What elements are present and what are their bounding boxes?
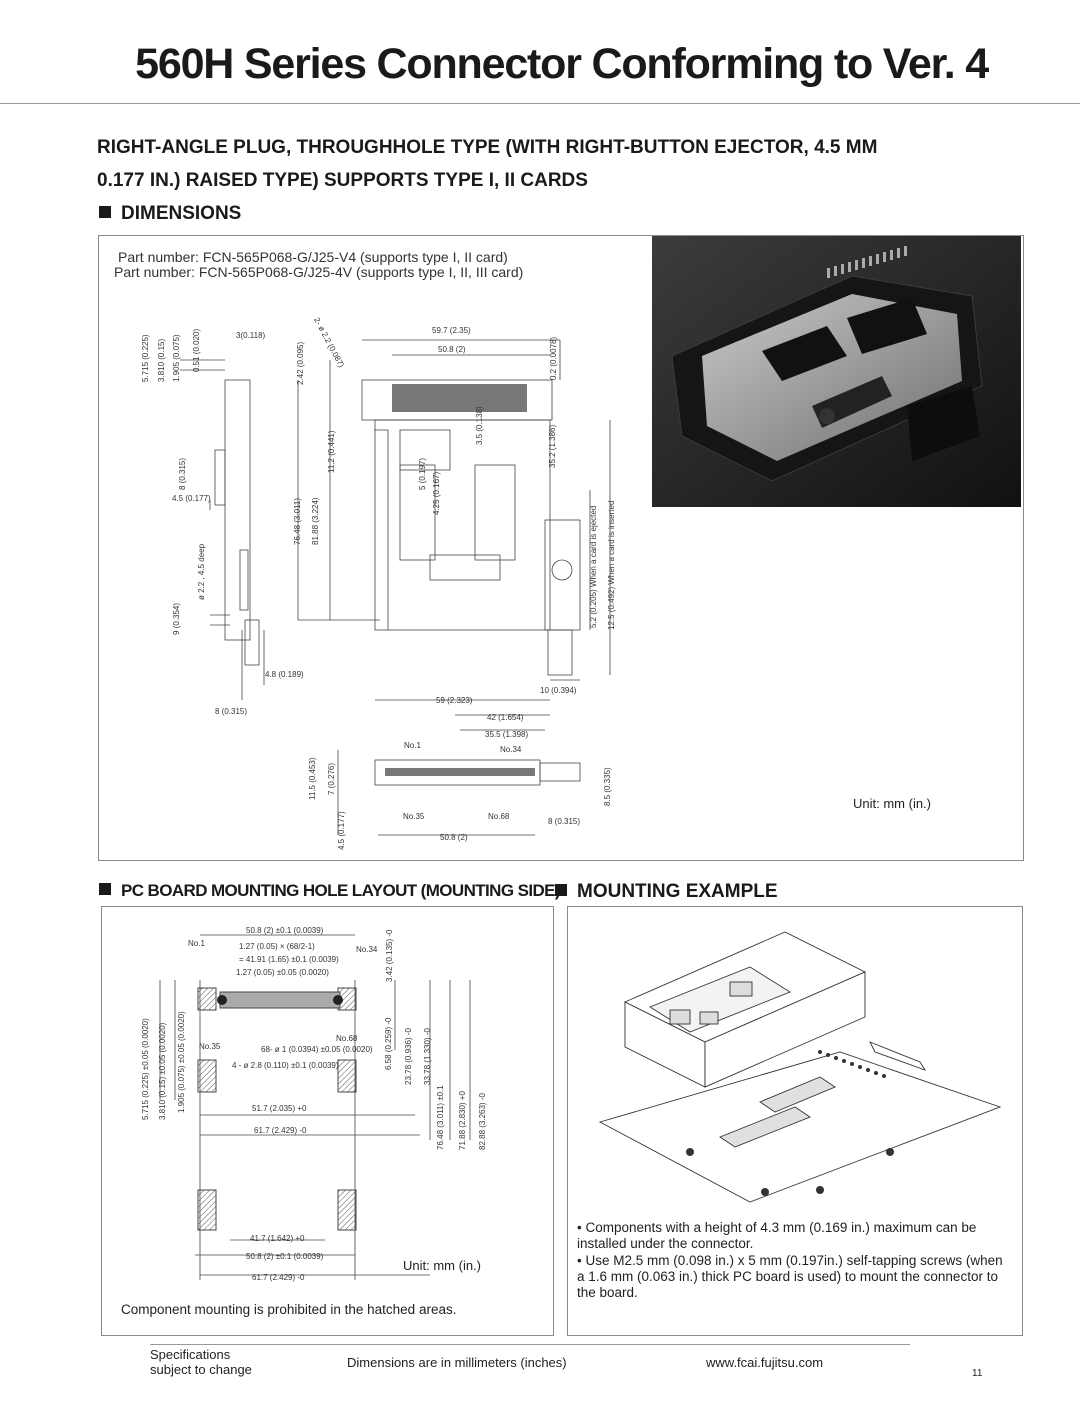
dim-45: 4.5 (0.177) bbox=[172, 494, 211, 503]
pcb-unit: Unit: mm (in.) bbox=[403, 1258, 481, 1273]
dim-52-ejected: 5.2 (0.205) When a card is ejected bbox=[589, 505, 598, 628]
mounting-example-illustration bbox=[598, 931, 1002, 1203]
dim-59: 59 (2.323) bbox=[436, 696, 473, 705]
pcb-dim-7188: 71.88 (2.830) +0 bbox=[458, 1091, 467, 1150]
dim-125-inserted: 12.5 (0.492) When a card is inserted bbox=[607, 500, 616, 630]
pcb-layout-drawing bbox=[159, 934, 471, 1280]
bullet-square-icon bbox=[555, 884, 567, 896]
dim-355: 35.5 (1.398) bbox=[485, 730, 529, 739]
footer-specs-line2: subject to change bbox=[150, 1362, 252, 1377]
label-no1: No.1 bbox=[404, 741, 421, 750]
part-number-line-1: Part number: FCN-565P068-G/J25-V4 (suppo… bbox=[118, 249, 508, 265]
pcb-dim-3378: 33.78 (1.330) -0 bbox=[423, 1028, 432, 1085]
dim-1905: 1.905 (0.075) bbox=[172, 334, 181, 382]
dim-35: 3.5 (0.138) bbox=[475, 406, 484, 445]
dim-7: 7 (0.276) bbox=[327, 762, 336, 795]
section-heading-line2: 0.177 IN.) RAISED TYPE) SUPPORTS TYPE I,… bbox=[97, 170, 588, 191]
dim-8-bottom: 8 (0.315) bbox=[548, 817, 581, 826]
dim-10: 10 (0.394) bbox=[540, 686, 577, 695]
pcb-dim-617: 61.7 (2.429) -0 bbox=[254, 1126, 307, 1135]
pcb-dim-417: 41.7 (1.642) +0 bbox=[250, 1234, 305, 1243]
pcb-dim-8288: 82.88 (3.263) -0 bbox=[478, 1093, 487, 1150]
dim-115: 11.5 (0.453) bbox=[308, 757, 317, 800]
bullet-square-icon bbox=[99, 206, 111, 218]
dim-508-top: 50.8 (2) bbox=[438, 345, 466, 354]
dim-352: 35.2 (1.386) bbox=[548, 424, 557, 468]
dim-112: 11.2 (0.441) bbox=[327, 430, 336, 473]
dim-48: 4.8 (0.189) bbox=[265, 670, 304, 679]
dim-7648: 76.48 (3.011) bbox=[293, 498, 302, 545]
pcb-dim-3810: 3.810 (0.15) ±0.05 (0.0020) bbox=[158, 1022, 167, 1120]
pcb-footnote: Component mounting is prohibited in the … bbox=[121, 1302, 457, 1317]
part-number-line-2: Part number: FCN-565P068-G/J25-4V (suppo… bbox=[114, 264, 524, 280]
pcb-dim-127: 1.27 (0.05) ±0.05 (0.0020) bbox=[236, 968, 329, 977]
page-title: 560H Series Connector Conforming to Ver.… bbox=[135, 40, 989, 88]
dim-8-horizontal: 8 (0.315) bbox=[215, 707, 248, 716]
dim-5: 5 (0.197) bbox=[418, 457, 427, 490]
dim-42: 42 (1.654) bbox=[487, 713, 524, 722]
pcb-dim-508: 50.8 (2) ±0.1 (0.0039) bbox=[246, 926, 324, 935]
dim-85: 8.5 (0.335) bbox=[603, 767, 612, 806]
dim-3810: 3.810 (0.15) bbox=[157, 338, 166, 382]
page-number: 11 bbox=[972, 1368, 983, 1379]
pcb-label-no1: No.1 bbox=[188, 939, 205, 948]
label-no68: No.68 bbox=[488, 812, 510, 821]
dim-597: 59.7 (2.35) bbox=[432, 326, 471, 335]
dim-3: 3(0.118) bbox=[236, 331, 266, 340]
title-divider bbox=[0, 103, 1080, 104]
mounting-example-heading: MOUNTING EXAMPLE bbox=[555, 881, 778, 903]
pcb-dim-508-bottom: 50.8 (2) ±0.1 (0.0039) bbox=[246, 1252, 324, 1261]
mounting-note-1: • Components with a height of 4.3 mm (0.… bbox=[577, 1220, 977, 1251]
pcb-label-no35: No.35 bbox=[199, 1042, 221, 1051]
pcb-dim-1905: 1.905 (0.075) ±0.05 (0.0020) bbox=[177, 1011, 186, 1113]
bullet-square-icon bbox=[99, 883, 111, 895]
pcb-dim-4191: = 41.91 (1.65) ±0.1 (0.0039) bbox=[239, 955, 339, 964]
dim-242: 2.42 (0.095) bbox=[296, 341, 305, 385]
footer-dimensions-note: Dimensions are in millimeters (inches) bbox=[347, 1355, 567, 1370]
pcb-dim-5715: 5.715 (0.225) ±0.05 (0.0020) bbox=[141, 1018, 150, 1120]
pcb-label-no68: No.68 bbox=[336, 1034, 358, 1043]
pcb-dim-342: 3.42 (0.135) -0 bbox=[385, 929, 394, 982]
footer-url: www.fcai.fujitsu.com bbox=[706, 1355, 824, 1370]
dim-051: 0.51 (0.020) bbox=[192, 328, 201, 372]
pcb-dim-517: 51.7 (2.035) +0 bbox=[252, 1104, 307, 1113]
pcb-dim-4-holes: 4 - ø 2.8 (0.110) ±0.1 (0.0039) bbox=[232, 1061, 339, 1070]
dim-9: 9 (0.354) bbox=[172, 602, 181, 635]
footer-divider bbox=[150, 1344, 910, 1345]
dim-8188: 81.88 (3.224) bbox=[311, 497, 320, 545]
dimension-drawing bbox=[180, 339, 611, 836]
footer-specs-line1: Specifications bbox=[150, 1347, 231, 1362]
dim-hole-22: ø 2.2 , 4.5 deep bbox=[197, 543, 206, 600]
dim-8-vertical: 8 (0.315) bbox=[178, 457, 187, 490]
dim-5715: 5.715 (0.225) bbox=[141, 334, 150, 382]
label-no34: No.34 bbox=[500, 745, 522, 754]
dim-508-bottom: 50.8 (2) bbox=[440, 833, 468, 842]
dim-45-bottom: 4.5 (0.177) bbox=[337, 811, 346, 850]
pcb-dim-658: 6.58 (0.259) -0 bbox=[384, 1017, 393, 1070]
dimensions-heading: DIMENSIONS bbox=[99, 203, 241, 225]
pcb-dim-7648: 76.48 (3.011) ±0.1 bbox=[436, 1085, 445, 1150]
pcb-label-no34: No.34 bbox=[356, 945, 378, 954]
section-heading-line1: RIGHT-ANGLE PLUG, THROUGHHOLE TYPE (WITH… bbox=[97, 137, 878, 158]
pcb-dim-68-holes: 68- ø 1 (0.0394) ±0.05 (0.0020) bbox=[261, 1045, 373, 1054]
mounting-note-2: • Use M2.5 mm (0.098 in.) x 5 mm (0.197i… bbox=[577, 1253, 1003, 1300]
dimensions-unit: Unit: mm (in.) bbox=[853, 796, 931, 811]
label-no35: No.35 bbox=[403, 812, 425, 821]
pcb-layout-panel bbox=[101, 906, 554, 1336]
product-photo bbox=[652, 236, 1021, 507]
pcb-layout-heading: PC BOARD MOUNTING HOLE LAYOUT (MOUNTING … bbox=[99, 881, 561, 901]
pcb-dim-127-pitch: 1.27 (0.05) × (68/2-1) bbox=[239, 942, 315, 951]
pcb-dim-617-bottom: 61.7 (2.429) -0 bbox=[252, 1273, 305, 1282]
dim-425: 4.25 (0.167) bbox=[432, 471, 441, 515]
pcb-dim-2378: 23.78 (0.936) -0 bbox=[404, 1028, 413, 1085]
dim-02: 0.2 (0.0078) bbox=[549, 336, 558, 380]
